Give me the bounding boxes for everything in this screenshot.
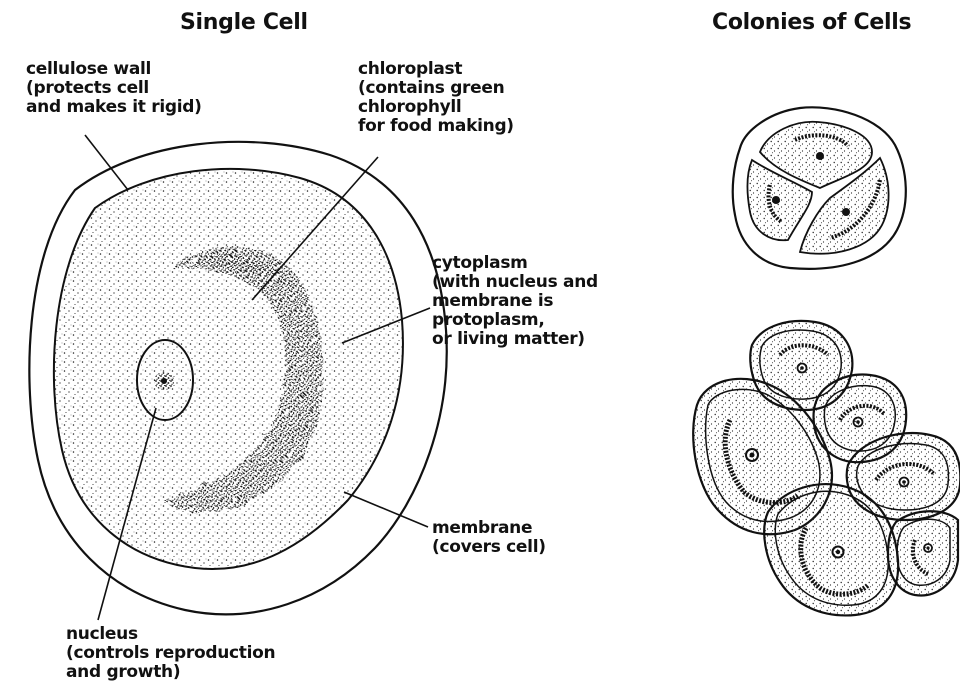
colonies-title: Colonies of Cells (712, 10, 911, 35)
single-cell-title: Single Cell (180, 10, 308, 35)
label-line: (contains green (358, 79, 514, 98)
label-line: and growth) (66, 663, 275, 682)
colony-of-six-cells (693, 321, 960, 616)
nucleus-label: nucleus (controls reproduction and growt… (66, 625, 275, 682)
label-line: membrane is (432, 292, 598, 311)
chloroplast-label: chloroplast (contains green chlorophyll … (358, 60, 514, 136)
label-line: (with nucleus and (432, 273, 598, 292)
membrane-label: membrane (covers cell) (432, 519, 546, 557)
label-line: (covers cell) (432, 538, 546, 557)
label-line: nucleus (66, 625, 275, 644)
label-line: or living matter) (432, 330, 598, 349)
colony-cell (888, 511, 958, 595)
cytoplasm-label: cytoplasm (with nucleus and membrane is … (432, 254, 598, 349)
cellulose-wall-label: cellulose wall (protects cell and makes … (26, 60, 202, 117)
label-line: chloroplast (358, 60, 514, 79)
label-line: (controls reproduction (66, 644, 275, 663)
label-line: (protects cell (26, 79, 202, 98)
label-line: cellulose wall (26, 60, 202, 79)
label-line: chlorophyll (358, 98, 514, 117)
colony-of-three-cells (733, 107, 906, 269)
label-line: cytoplasm (432, 254, 598, 273)
label-line: for food making) (358, 117, 514, 136)
label-line: membrane (432, 519, 546, 538)
label-line: protoplasm, (432, 311, 598, 330)
single-cell-drawing (29, 135, 446, 620)
label-line: and makes it rigid) (26, 98, 202, 117)
